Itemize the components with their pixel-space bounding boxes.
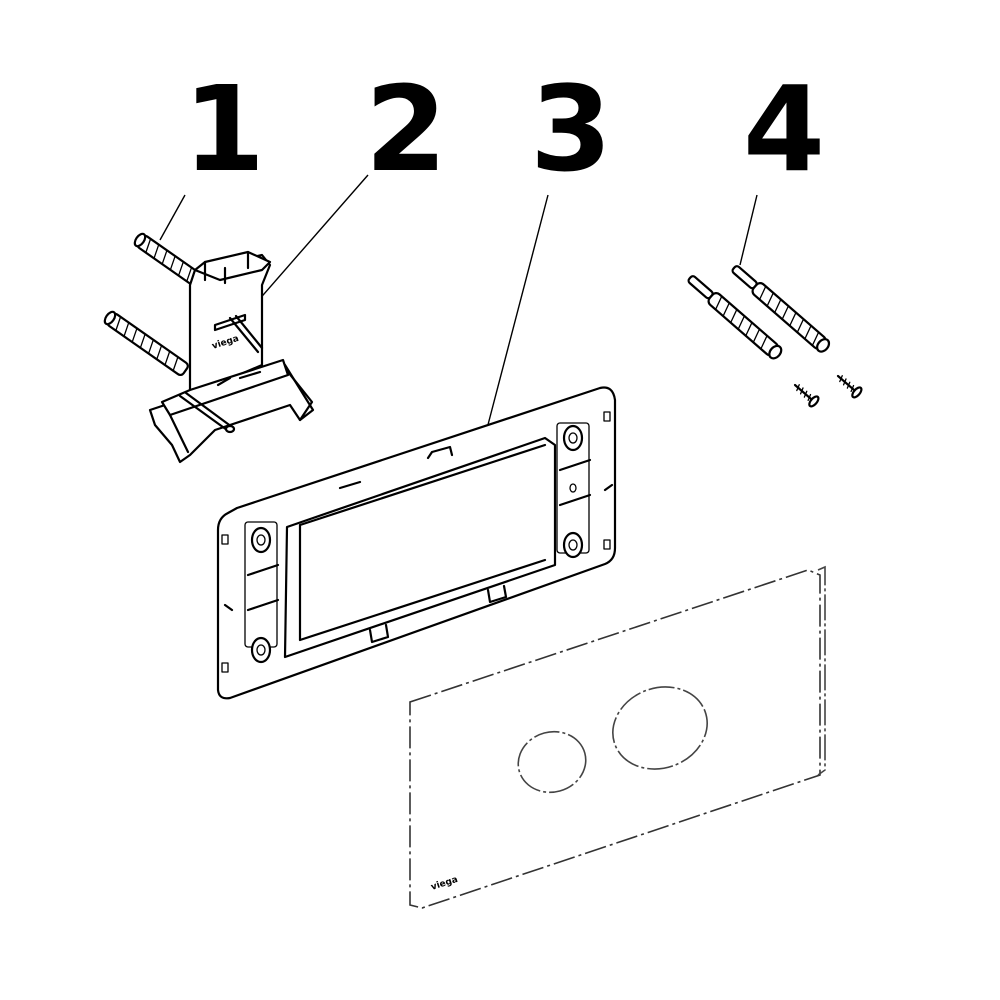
- mounting-frame: [216, 386, 617, 700]
- anchor-plug-right: [731, 265, 831, 353]
- wall-plug-lower: [103, 310, 189, 377]
- leader-line-4: [739, 194, 758, 266]
- leader-line-2: [249, 174, 369, 311]
- leader-line-1: [159, 194, 186, 241]
- leader-line-3: [483, 194, 549, 441]
- callout-2: 2: [365, 60, 447, 198]
- mounting-bracket: viega: [148, 250, 315, 464]
- anchor-plug-left: [687, 275, 783, 360]
- flush-plate: viega: [409, 565, 826, 909]
- callout-4: 4: [743, 60, 825, 198]
- callout-3: 3: [530, 60, 612, 198]
- wall-plug-upper: [133, 232, 201, 286]
- screw-right: [836, 374, 863, 399]
- large-flush-button: [612, 686, 708, 770]
- screw-left: [793, 383, 820, 408]
- small-flush-button: [517, 730, 587, 794]
- callout-1: 1: [183, 60, 265, 198]
